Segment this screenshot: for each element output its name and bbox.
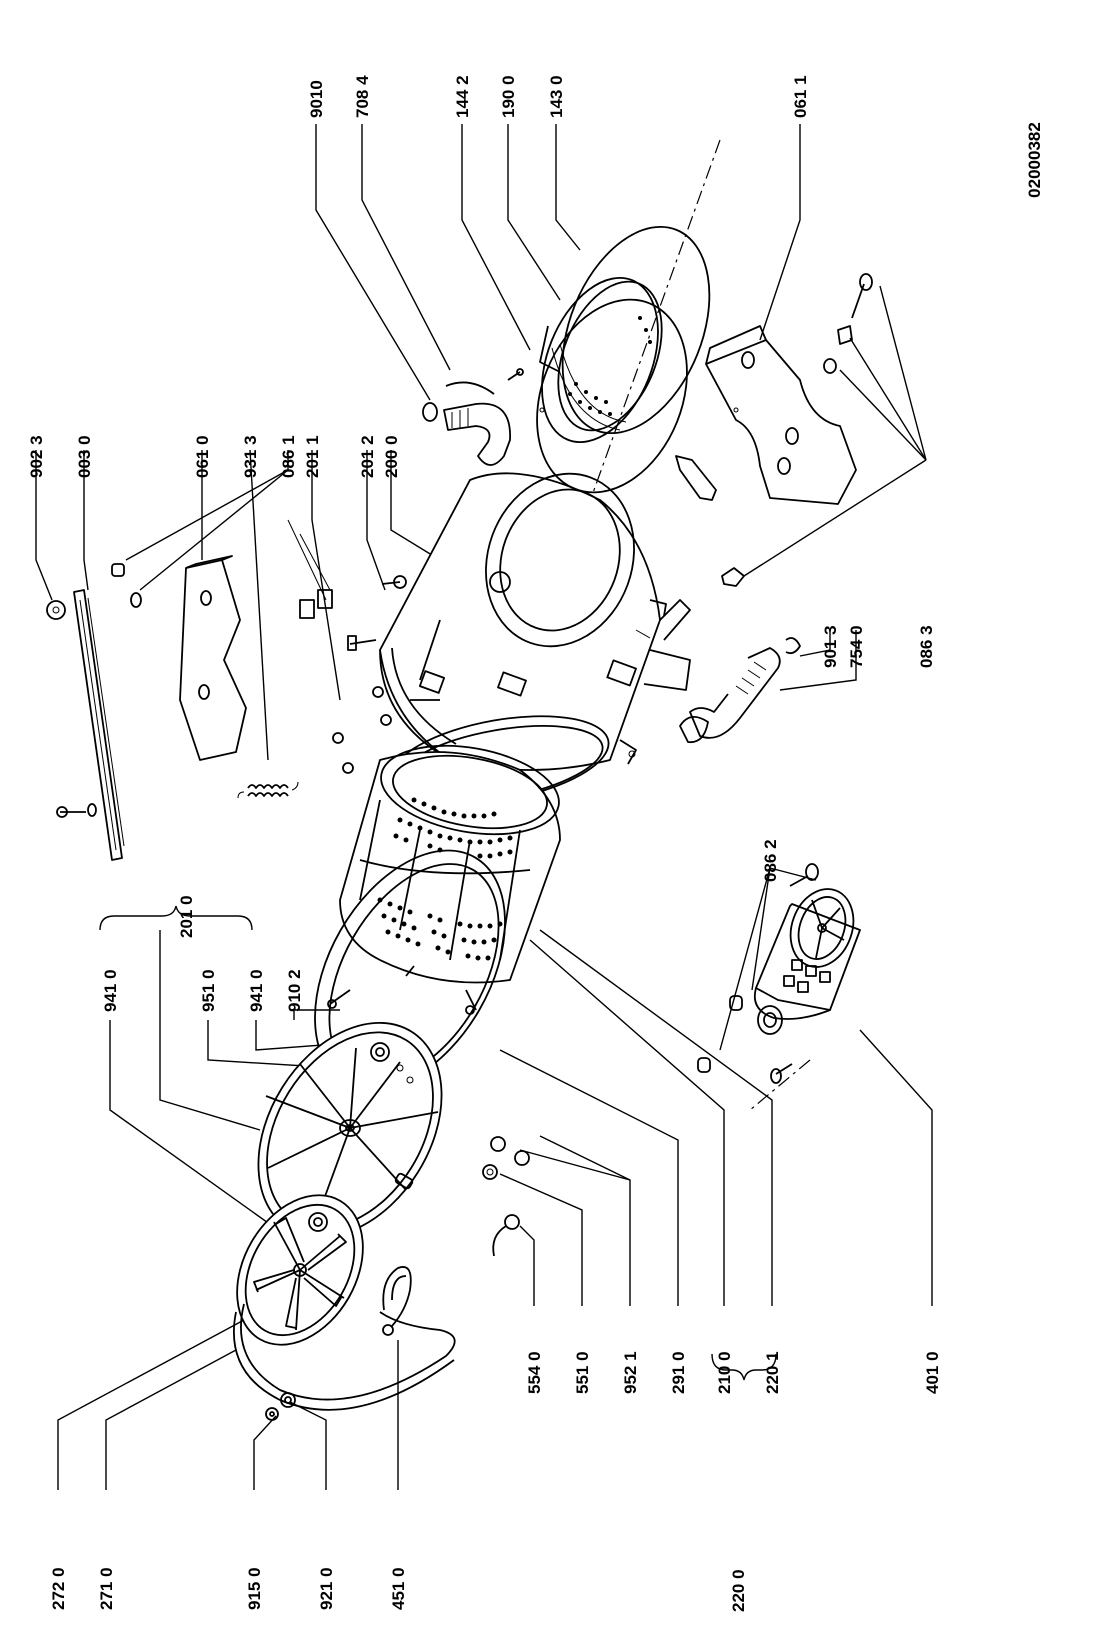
brackets [99, 905, 777, 1381]
part-nuts-086-1 [111, 563, 142, 608]
leader-086-3d [743, 459, 927, 577]
leader-061-1 [759, 124, 801, 341]
document-id: 02000382 [1025, 122, 1044, 198]
part-fittings-952-1 [490, 1136, 530, 1166]
label-220-0: 220 0 [729, 1569, 748, 1612]
label-061-1: 061 1 [791, 75, 810, 118]
leader-086-3b [849, 337, 927, 461]
label-086-3: 086 3 [917, 625, 936, 668]
label-941-0-top: 941 0 [101, 969, 120, 1012]
part-pulley-272-0 [236, 1194, 364, 1346]
leader-003-0 [83, 450, 89, 591]
leader-401-0 [859, 1029, 933, 1306]
leader-143-0 [555, 124, 581, 251]
leader-201-0-wheel [159, 930, 261, 1131]
label-551-0: 551 0 [573, 1351, 592, 1394]
label-554-0: 554 0 [525, 1351, 544, 1394]
part-small-bracket [675, 455, 717, 501]
leader-086-3a [879, 285, 927, 461]
leader-952-1a [519, 1149, 631, 1306]
part-clamp-901-3 [785, 637, 801, 655]
part-counterweight-061-1 [705, 325, 857, 505]
part-brackets-201-1 [287, 519, 384, 774]
leader-915-0 [253, 1415, 277, 1490]
label-220-1: 220 1 [763, 1351, 782, 1394]
leader-201-1 [311, 450, 341, 701]
leader-910-2 [293, 1009, 340, 1020]
leader-901-3 [799, 630, 831, 657]
part-spider-201-0 [257, 1021, 443, 1239]
part-hose-708-4 [443, 381, 511, 466]
label-9010: 9010 [307, 80, 326, 118]
part-tensioner-451-0 [382, 1266, 412, 1336]
part-drain-hose-754-0 [679, 647, 781, 744]
part-clamp-9010 [422, 402, 438, 422]
leader-086-3c [839, 369, 927, 461]
leader-902-3 [35, 450, 53, 601]
label-921-0: 921 0 [317, 1567, 336, 1610]
label-291-0: 291 0 [669, 1351, 688, 1394]
leader-952-1b [539, 1135, 631, 1181]
leader-200-0 [390, 450, 441, 561]
label-952-1: 952 1 [621, 1351, 640, 1394]
part-nut-915-0 [265, 1407, 279, 1421]
leader-941-0-top [109, 1020, 321, 1261]
part-motor-401-0 [753, 888, 861, 1035]
label-201-0: 201 0 [177, 895, 196, 938]
leader-190-0 [507, 124, 561, 301]
label-708-4: 708 4 [353, 75, 372, 118]
label-910-2: 910 2 [285, 969, 304, 1012]
label-941-0-mid: 941 0 [247, 969, 266, 1012]
label-086-2: 086 2 [761, 839, 780, 882]
label-451-0: 451 0 [389, 1567, 408, 1610]
leader-086-2c [719, 867, 771, 1051]
part-pin-144-2 [507, 368, 524, 381]
leader-272-0 [57, 1319, 245, 1490]
leader-554-0 [519, 1225, 535, 1306]
leader-210-0 [529, 939, 725, 1306]
bracket-201-0 [99, 905, 253, 931]
leader-271-0 [105, 1349, 237, 1490]
leader-144-2 [461, 124, 531, 351]
part-washer-921-0 [280, 1392, 296, 1408]
label-143-0: 143 0 [547, 75, 566, 118]
leader-220-1 [539, 929, 773, 1306]
leader-921-0 [289, 1401, 327, 1490]
bracket-220-0 [711, 1353, 777, 1381]
part-ring-190-0 [539, 277, 663, 443]
leader-lines [35, 124, 933, 1490]
part-fitting-551-0 [482, 1164, 498, 1180]
drum-perforations [377, 797, 513, 961]
label-144-2: 144 2 [453, 75, 472, 118]
part-cam-902-3 [46, 600, 66, 620]
motor-axis [749, 1059, 811, 1111]
part-door-seal-143-0 [536, 225, 711, 494]
leader-931-3 [249, 449, 269, 761]
leader-201-2 [366, 450, 386, 591]
part-counterweight-061-0 [179, 555, 247, 761]
label-915-0: 915 0 [245, 1567, 264, 1610]
label-210-0: 210 0 [715, 1351, 734, 1394]
part-outer-tub-200-0 [379, 472, 691, 771]
part-fasteners-086-2 [697, 863, 819, 1084]
leader-9010 [315, 124, 431, 401]
leader-086-2b [751, 867, 771, 991]
leader-551-0 [499, 1173, 583, 1306]
label-271-0: 271 0 [97, 1567, 116, 1610]
label-951-0: 951 0 [199, 969, 218, 1012]
part-rail-003-0 [56, 589, 125, 861]
leader-754-0 [779, 630, 857, 691]
part-fitting-554-0 [492, 1214, 520, 1257]
leader-291-0 [499, 1049, 679, 1306]
leader-708-4 [361, 124, 451, 371]
label-272-0: 272 0 [49, 1567, 68, 1610]
part-spring-931-3 [237, 781, 299, 799]
part-bolts-201-2 [347, 575, 407, 651]
label-401-0: 401 0 [923, 1351, 942, 1394]
part-fasteners-086-3 [721, 273, 873, 587]
leader-086-1b [139, 469, 289, 591]
label-190-0: 190 0 [499, 75, 518, 118]
